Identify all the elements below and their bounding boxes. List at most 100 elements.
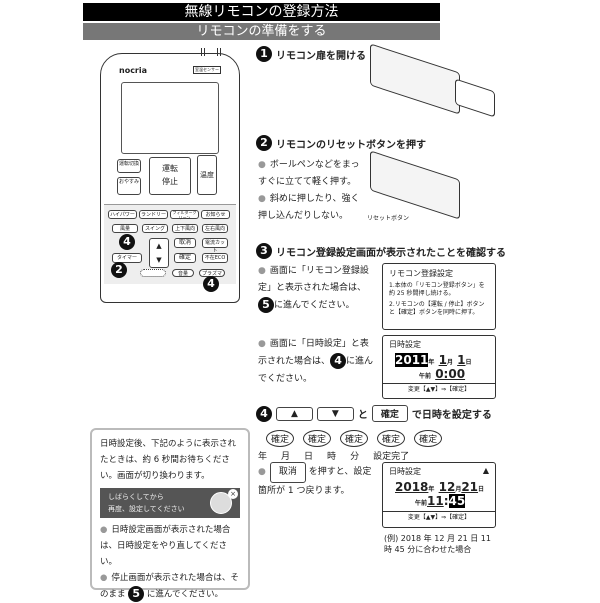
datetime-flow: 確定確定確定確定確定 年月日時分設定完了 <box>258 430 458 462</box>
step-title: リモコン登録設定画面が表示されたことを確認する <box>276 247 506 259</box>
remote-illustration: nocria 室温センサー 運転切換 おやすみ 運転停止 温度 ハイパワー ラン… <box>100 48 240 303</box>
day-value: 1 <box>457 353 466 367</box>
remote-timer: タイマー <box>112 253 142 263</box>
step-4-heading: 4 ▲ ▼ と 確定 で日時を設定する <box>256 405 492 422</box>
remote-fan: 風量 <box>112 224 138 233</box>
unit: 年 <box>428 486 435 493</box>
cancel-key: 取消 <box>269 462 306 483</box>
remote-hipower: ハイパワー <box>108 210 137 219</box>
unit: 月 <box>455 486 462 493</box>
bullet-text: 日時設定画面が表示された場合は、日時設定をやり直してください。 <box>100 525 231 567</box>
callout-4-right: 4 <box>203 276 219 292</box>
screen-time: 午前 0:00 <box>383 367 495 381</box>
step-number: 3 <box>256 243 272 259</box>
step-number: 2 <box>256 135 272 151</box>
sensor-grille-icon <box>201 48 221 56</box>
remote-updown-arrows: ▲▼ <box>149 238 169 268</box>
ampm: 午前 <box>415 500 428 507</box>
section-title: リモコンの準備をする <box>83 23 440 40</box>
screen-header: 日時設定 ▲ <box>383 463 495 480</box>
remote-updown: 上下風向 <box>172 224 198 233</box>
unit: 日 <box>478 486 485 493</box>
remote-sleep-button: おやすみ <box>117 177 141 195</box>
screen-title: 日時設定 <box>389 467 421 476</box>
screen-line: 1.本体の「リモコン登録ボタン」を約 25 秒間押し続ける。 <box>389 282 485 297</box>
bullet: ●斜めに押したり、強く押し込んだりしない。 <box>258 194 360 221</box>
callout-2: 2 <box>111 262 127 278</box>
flow-hour: 時 <box>327 452 337 462</box>
flow-items: 年月日時分設定完了 <box>258 449 458 462</box>
antenna-icon: ▲ <box>482 466 489 475</box>
screen-title: リモコン登録設定 <box>389 269 453 278</box>
remote-eco: 不在ECO <box>202 253 228 263</box>
cancel-note: ●取消 を押すと、設定箇所が 1 つ戻ります。 <box>258 462 378 500</box>
case-text: 画面に「リモコン登録設定」と表示された場合は、 <box>258 266 369 293</box>
year-value: 2018 <box>395 480 429 494</box>
example-caption: (例) 2018 年 12 月 21 日 11 時 45 分に合わせた場合 <box>384 534 491 554</box>
step-3-heading: 3 リモコン登録設定画面が表示されたことを確認する <box>256 243 506 259</box>
step-ref-5: 5 <box>258 297 274 313</box>
remote-laundry: ランドリー <box>139 210 168 219</box>
case-text: に進んでください。 <box>274 300 355 311</box>
flow-month: 月 <box>281 452 291 462</box>
step-title: で日時を設定する <box>411 410 492 421</box>
remote-leftright: 左右風向 <box>202 224 228 233</box>
minute-value: 45 <box>448 494 466 508</box>
wait-line: しばらくしてから <box>108 493 164 501</box>
confirm-bubbles: 確定確定確定確定確定 <box>258 430 458 447</box>
confirm-bubble: 確定 <box>414 430 443 447</box>
step-title: リモコン扉を開ける <box>276 50 366 62</box>
flow-year: 年 <box>258 452 268 462</box>
screen-title: 日時設定 <box>389 340 421 349</box>
remote-filter: フィルタークリーン <box>170 210 199 219</box>
remote-cancel: 取消 <box>174 238 196 248</box>
time-value: 0:00 <box>435 367 466 381</box>
remote-brand: nocria <box>119 66 148 75</box>
flow-minute: 分 <box>350 452 360 462</box>
cancel-text: を押すと、設定箇所が 1 つ戻ります。 <box>258 467 372 496</box>
screen-footer: 変更【▲▼】⇒【確定】 <box>383 383 495 393</box>
reset-button-label: リセットボタン <box>367 215 410 222</box>
power-label-run: 運転 <box>162 164 178 173</box>
remote-sensor-label: 室温センサー <box>193 66 221 74</box>
screen-line: 2.リモコンの【運転 / 停止】ボタンと【確定】ボタンを同時に押す。 <box>389 301 485 316</box>
registration-screen: リモコン登録設定 1.本体の「リモコン登録ボタン」を約 25 秒間押し続ける。 … <box>382 263 496 330</box>
remote-confirm: 確定 <box>174 253 196 263</box>
power-label-stop: 停止 <box>162 177 178 186</box>
confirm-bubble: 確定 <box>340 430 369 447</box>
screen-date: 2011年 1月 1日 <box>383 353 495 367</box>
year-value: 2011 <box>395 353 429 367</box>
bullet-text: 斜めに押したり、強く押し込んだりしない。 <box>258 194 360 221</box>
screen-date: 2018年 12月21日 <box>383 480 495 494</box>
month-value: 1 <box>438 353 447 367</box>
note-bullet: ●停止画面が表示された場合は、そのまま 5 に進んでください。 <box>100 573 239 602</box>
remote-notice: お知らせ <box>201 210 230 219</box>
flow-day: 日 <box>304 452 314 462</box>
bullet-text: ボールペンなどをまっすぐに立てて軽く押す。 <box>258 160 360 187</box>
month-value: 12 <box>438 480 456 494</box>
bullet-text: 停止画面が表示された場合は、そのまま <box>100 573 239 600</box>
unit: 月 <box>446 359 453 366</box>
step-ref-4: 4 <box>330 353 347 369</box>
remote-swing: スイング <box>142 224 168 233</box>
unit: 日 <box>465 359 472 366</box>
datetime-screen-initial: 日時設定 2011年 1月 1日 午前 0:00 変更【▲▼】⇒【確定】 <box>382 335 496 399</box>
ampm: 午前 <box>419 373 432 380</box>
confirm-bubble: 確定 <box>266 430 295 447</box>
step-number: 1 <box>256 46 272 62</box>
note-bullet: ●日時設定画面が表示された場合は、日時設定をやり直してください。 <box>100 525 231 567</box>
case-text: 画面に「日時設定」と表示された場合は、 <box>258 339 369 367</box>
remote-power-button: 運転停止 <box>149 157 191 195</box>
remote-volume: 音量 <box>172 269 194 277</box>
wait-screen: しばらくしてから 再度、設定してください × <box>100 488 240 518</box>
face-icon <box>210 492 232 514</box>
down-key: ▼ <box>316 406 354 421</box>
note-text: 日時設定後、下記のように表示されたときは、約 6 秒間お待ちください。画面が切り… <box>100 439 237 481</box>
remote-reset-area <box>140 269 166 277</box>
remote-temp-button: 温度 <box>197 155 217 195</box>
remote-screen <box>121 82 219 154</box>
screen-footer: 変更【▲▼】⇒【確定】 <box>383 511 495 521</box>
remote-door-open-illustration <box>370 43 460 115</box>
